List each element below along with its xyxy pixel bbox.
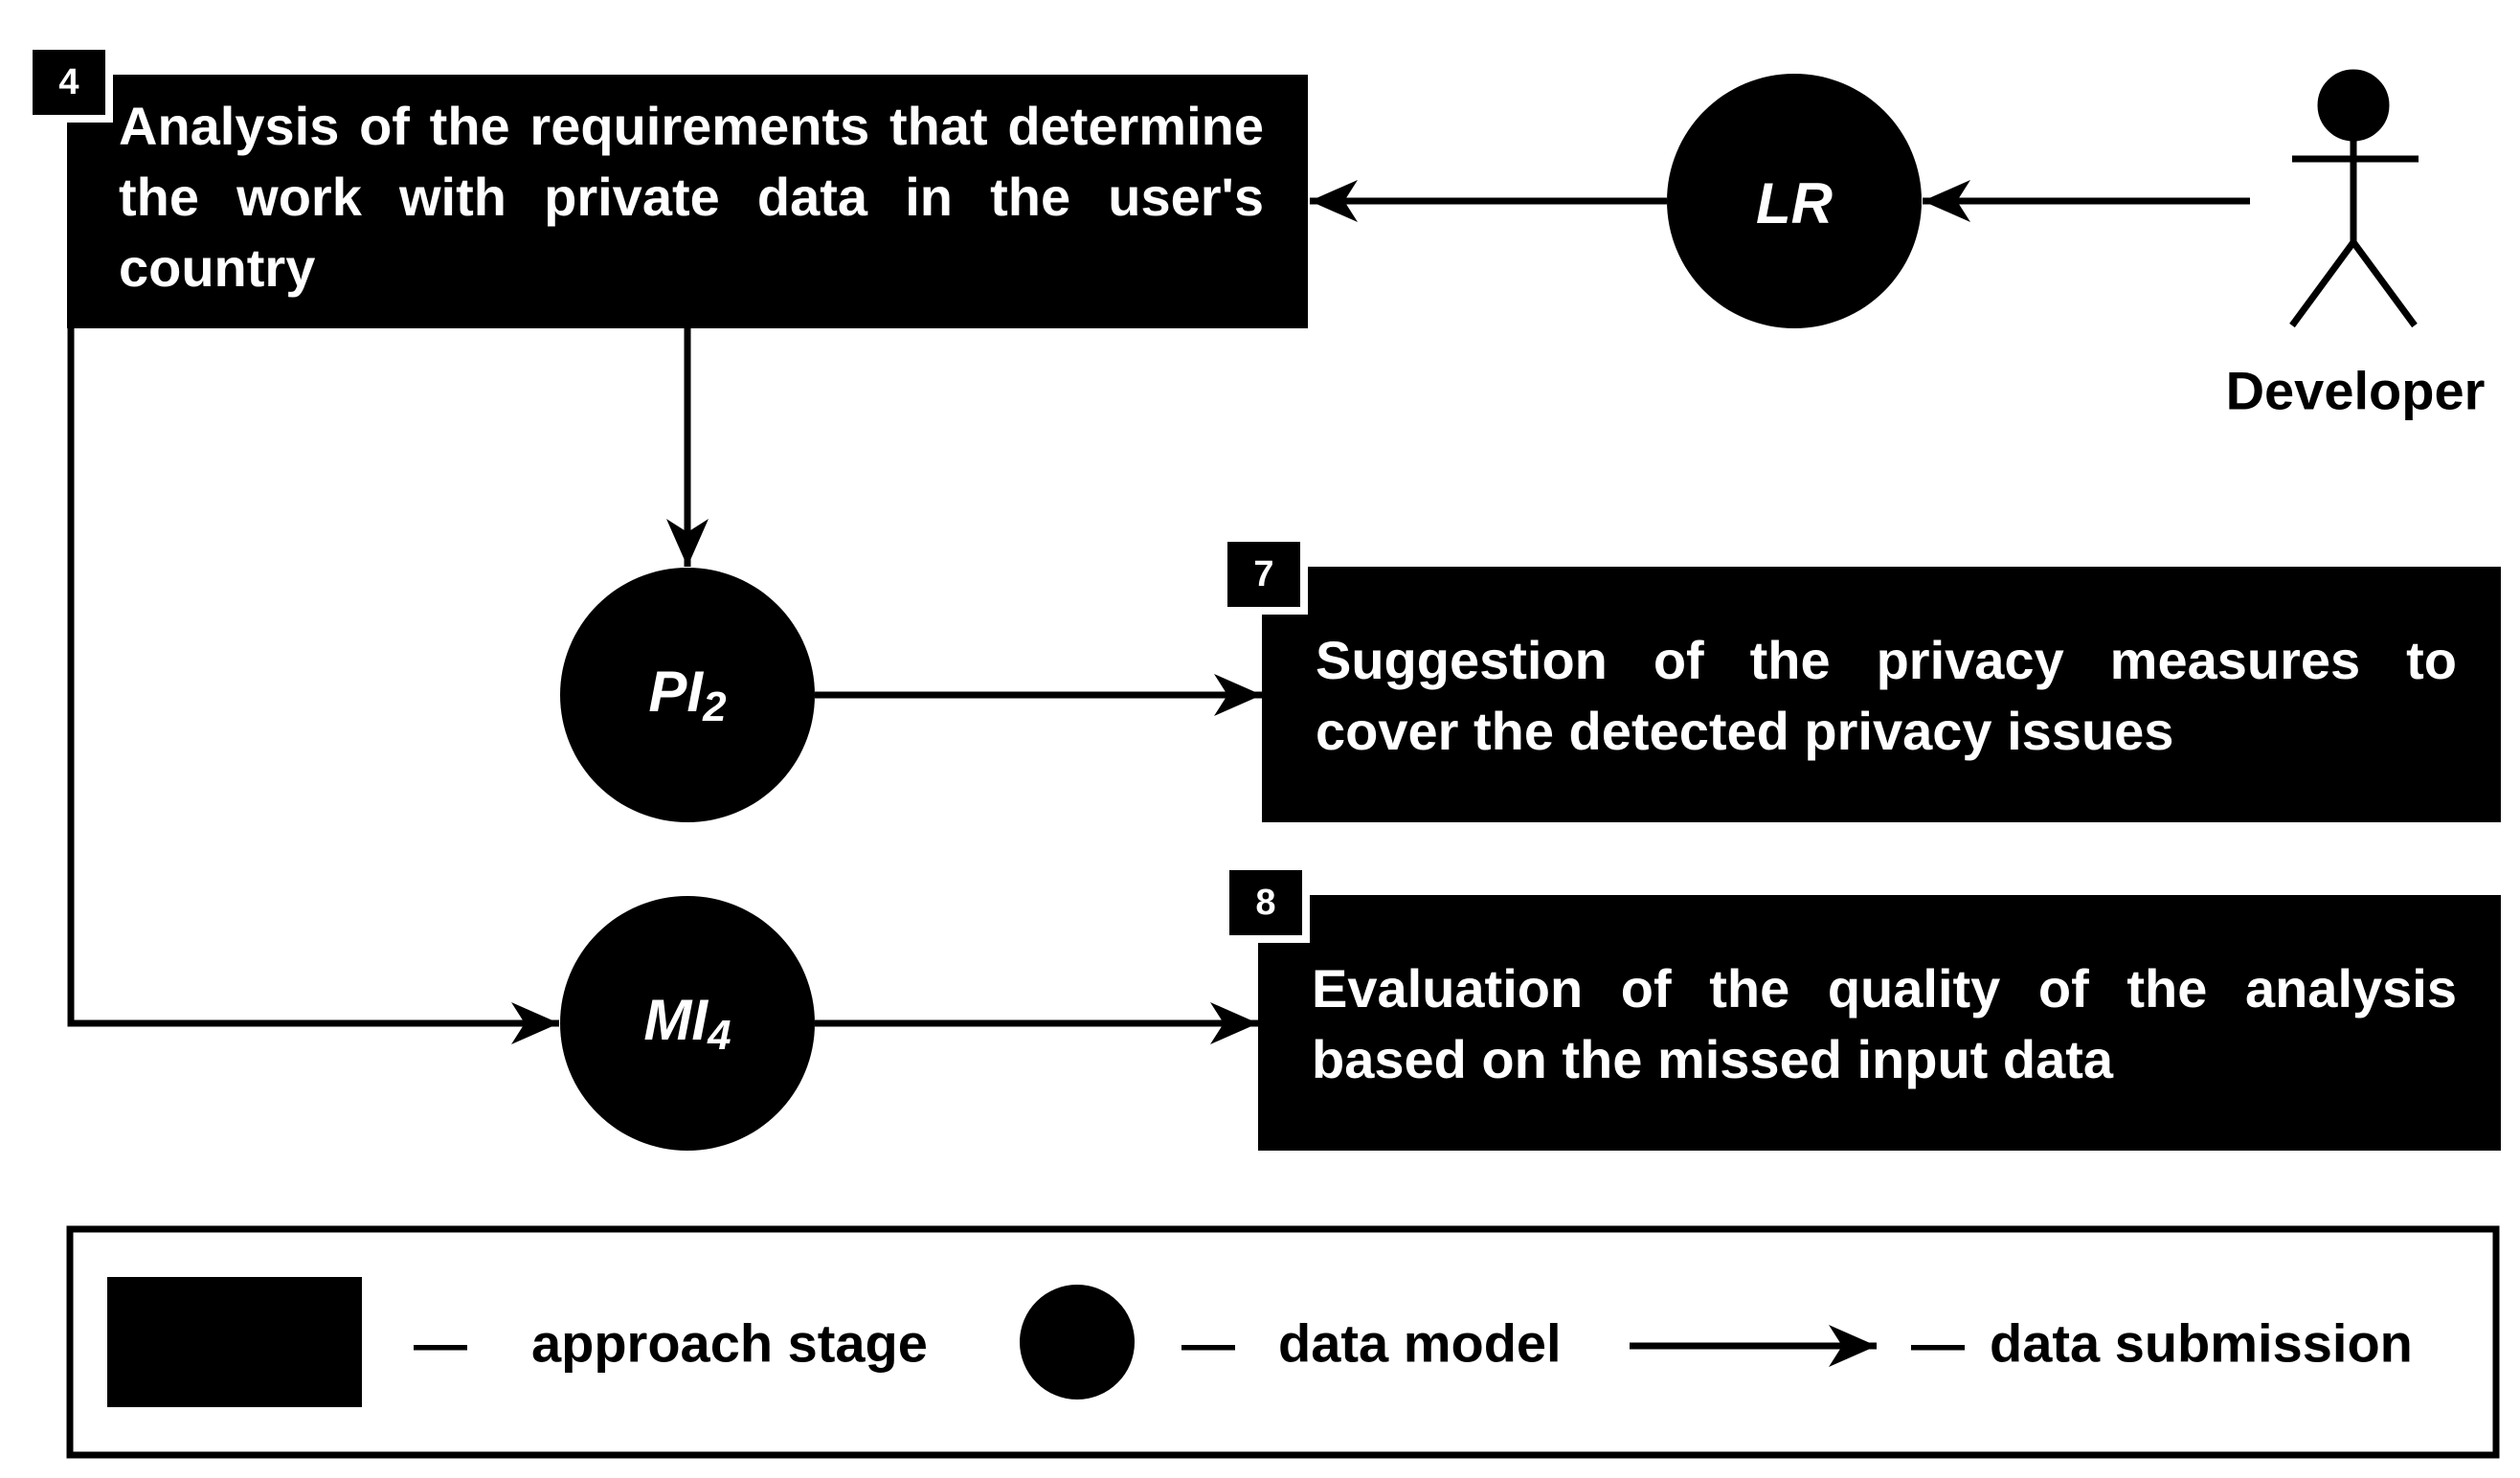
stage-7-badge xyxy=(1220,534,1308,615)
stage-4-text: Analysis of the requirements that determ… xyxy=(119,96,1264,298)
legend-stage-swatch xyxy=(107,1277,362,1407)
legend-stage-label: approach stage xyxy=(531,1313,928,1374)
stage-4: Analysis of the requirements that determ… xyxy=(25,42,1308,328)
stage-7-box xyxy=(1262,567,2501,822)
data-model-mi4-circle xyxy=(560,896,815,1151)
stage-8-text: Evaluation of the quality of the analysi… xyxy=(1312,958,2457,1089)
stage-4-number: 4 xyxy=(58,62,79,102)
developer-label: Developer xyxy=(2226,361,2486,421)
stage-8-number: 8 xyxy=(1255,883,1275,923)
stage-8-badge xyxy=(1222,862,1310,943)
legend-frame xyxy=(66,1225,2500,1459)
data-model-pi2: PI2 xyxy=(560,568,815,822)
data-model-mi4-label: MI4 xyxy=(643,988,731,1059)
arrow-stage-4-to-mi4 xyxy=(67,328,559,1044)
stage-7-text: Suggestion of the privacy measures to co… xyxy=(1316,630,2457,761)
data-model-lr-label: LR xyxy=(1756,171,1833,235)
legend-model-swatch xyxy=(1020,1285,1135,1400)
stage-8-box xyxy=(1258,895,2501,1151)
legend-stage-dash: — xyxy=(414,1313,467,1374)
legend-submission-label: data submission xyxy=(1990,1313,2413,1374)
stage-4-box xyxy=(67,75,1308,328)
data-model-lr: LR xyxy=(1667,74,1922,328)
legend-model-label: data model xyxy=(1278,1313,1562,1374)
legend-submission-dash: — xyxy=(1911,1313,1965,1374)
data-model-mi4: MI4 xyxy=(560,896,815,1151)
stage-4-badge xyxy=(25,42,113,123)
developer-actor: Developer xyxy=(2226,69,2486,421)
data-model-lr-circle xyxy=(1667,74,1922,328)
stage-7-number: 7 xyxy=(1253,554,1273,594)
connectors xyxy=(67,180,2250,1044)
stage-8: Evaluation of the quality of the analysi… xyxy=(1222,862,2501,1151)
data-model-pi2-label: PI2 xyxy=(648,660,727,730)
data-model-pi2-circle xyxy=(560,568,815,822)
legend: — approach stage — data model — data sub… xyxy=(66,1225,2500,1459)
stick-figure-icon xyxy=(2289,69,2419,328)
stage-7: Suggestion of the privacy measures to co… xyxy=(1220,534,2501,822)
legend-model-dash: — xyxy=(1181,1313,1235,1374)
